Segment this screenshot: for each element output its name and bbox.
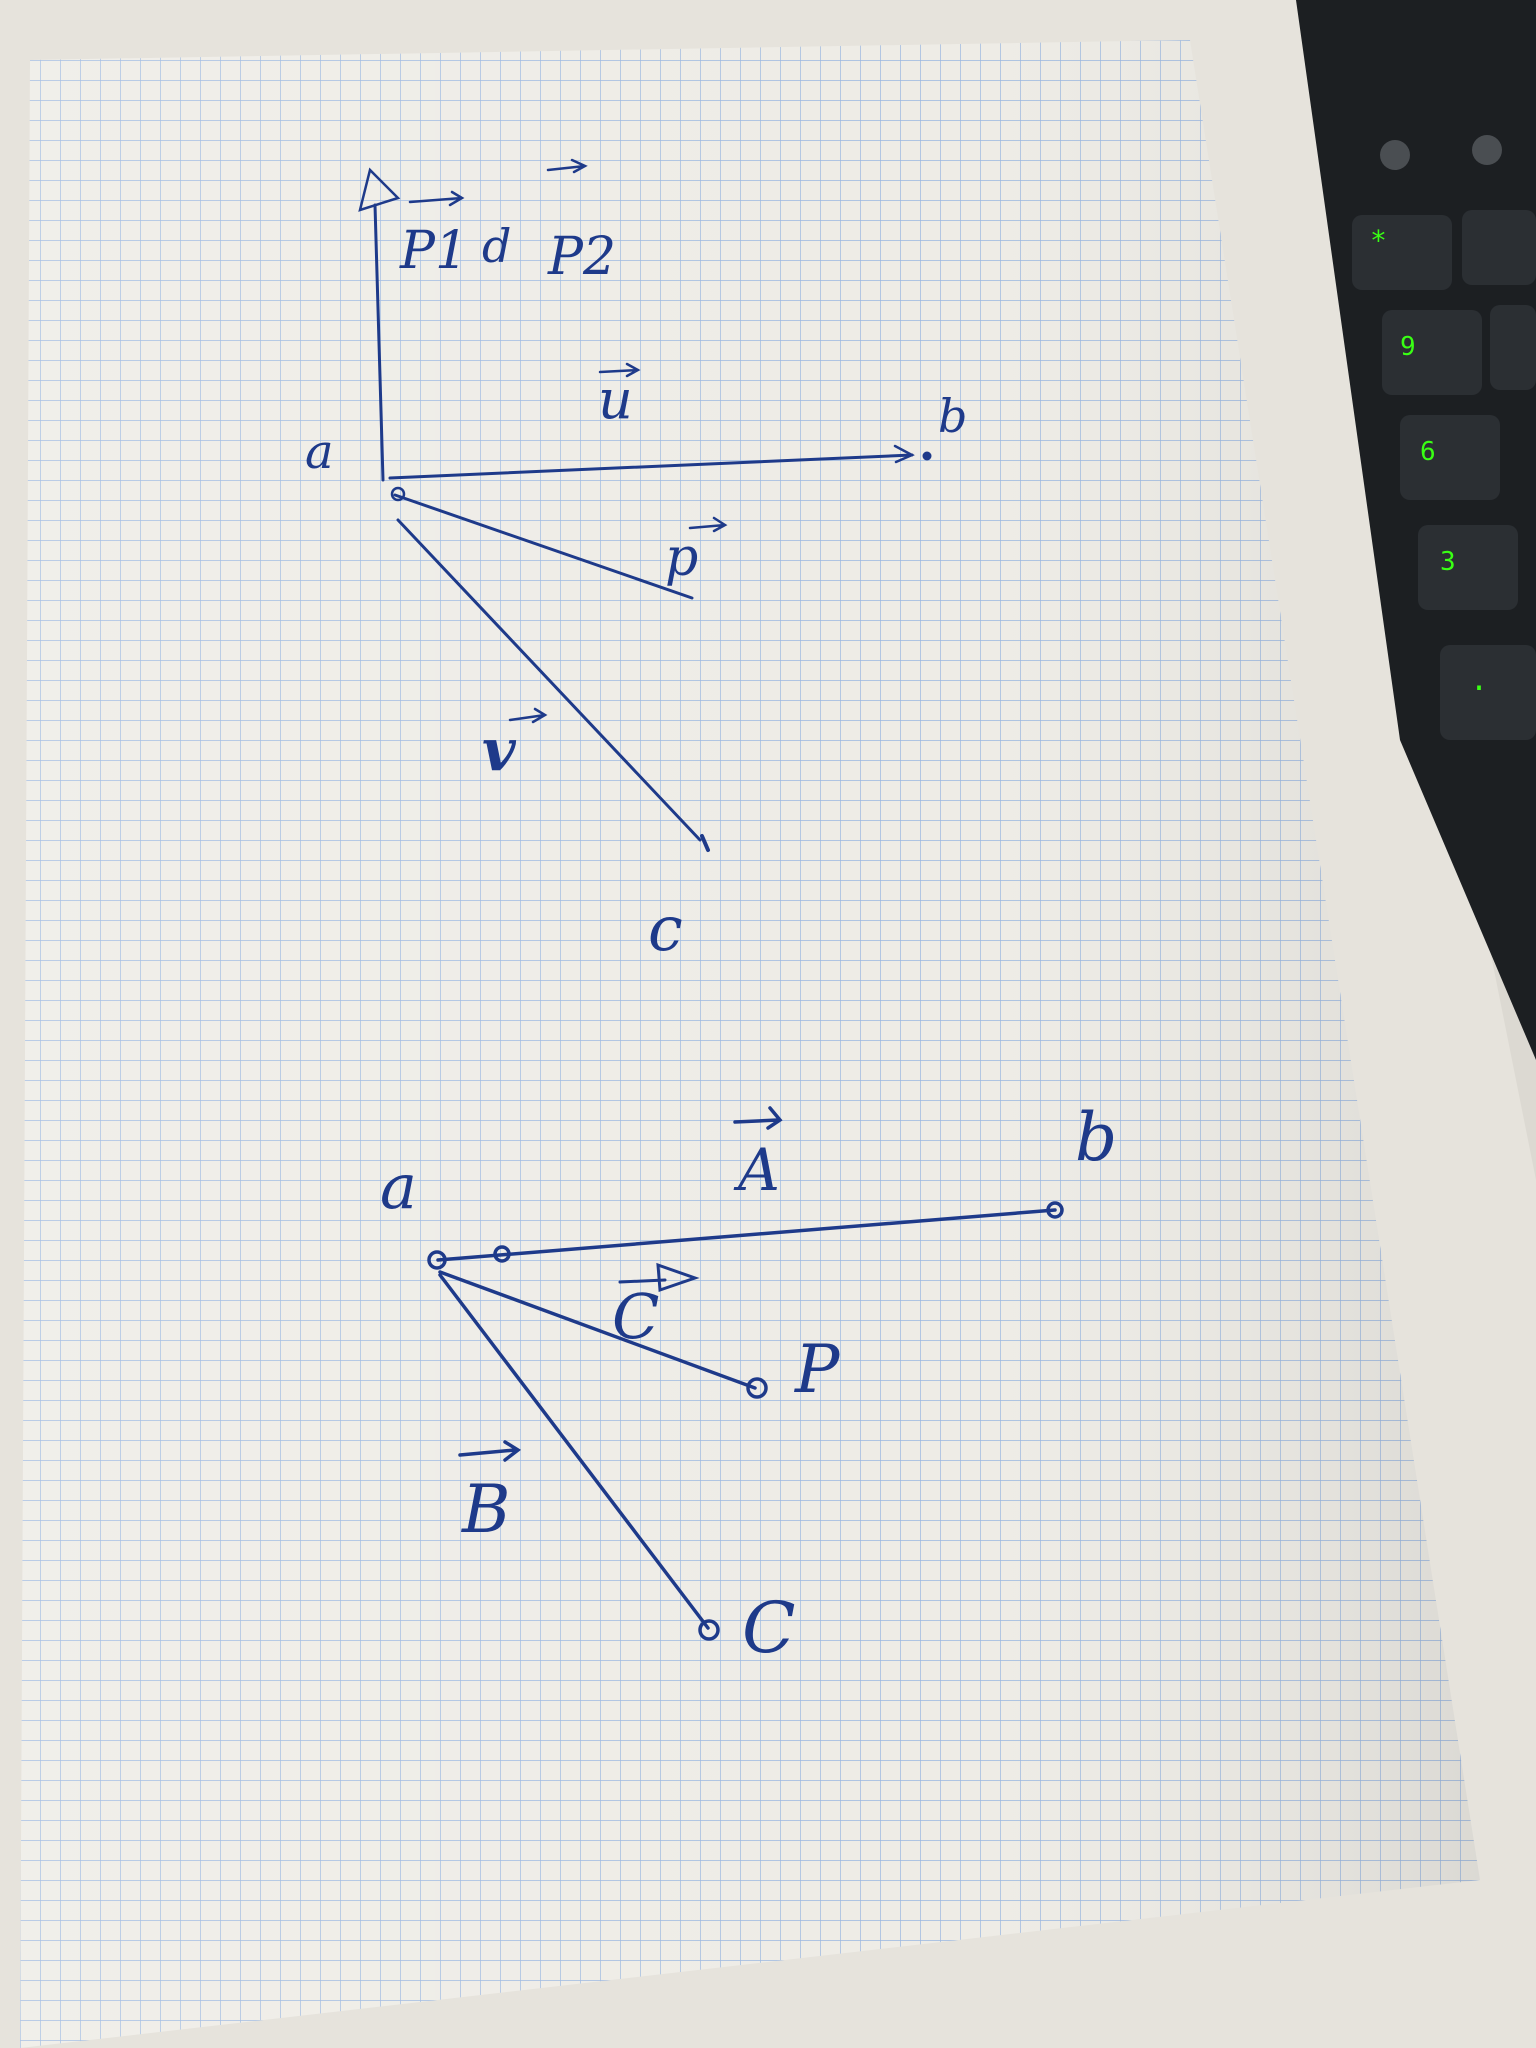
label-point-b: b [1075, 1099, 1117, 1176]
point-b-dot [922, 451, 932, 461]
key [1418, 525, 1518, 610]
key [1462, 210, 1536, 285]
vector-u-arrowhead [893, 444, 915, 464]
label-point-a: a [380, 1150, 417, 1223]
round-key [1472, 135, 1502, 165]
key [1382, 310, 1482, 395]
label-vec-c: C [612, 1280, 659, 1353]
key [1352, 215, 1452, 290]
arrow-over-c [618, 1262, 700, 1293]
graph-paper-sheet [20, 40, 1480, 2048]
vertical-axis-line [373, 203, 385, 482]
label-point-a: a [305, 424, 334, 480]
vector-p-line [393, 493, 694, 600]
key-label-dot: . [1470, 663, 1488, 698]
label-point-c: C [742, 1587, 796, 1669]
bottom-diagram-labels: a b A C P B C [380, 1099, 1117, 1669]
keyboard: * 9 6 3 . [1296, 0, 1536, 1060]
point-a-dot [390, 486, 406, 502]
key-label-9: 9 [1400, 332, 1416, 362]
point-a-dot [427, 1250, 447, 1270]
vector-u-line [388, 453, 914, 480]
round-key [1380, 140, 1410, 170]
vector-v-line [396, 518, 702, 842]
header-p2: P2 [547, 227, 616, 287]
arrow-over-u [598, 362, 641, 378]
arrow-over-p [688, 516, 728, 533]
point-c-dot [700, 834, 710, 852]
label-vec-a: A [733, 1136, 780, 1204]
arrow-over-p1 [408, 190, 465, 207]
header-p1: P1 [399, 221, 468, 281]
label-vec-b: B [461, 1471, 511, 1548]
top-diagram-labels: P1 d P2 u p v a b c [305, 219, 967, 965]
vector-a-line [436, 1208, 1057, 1262]
arrow-over-a [733, 1106, 783, 1130]
vector-c-line [438, 1270, 757, 1390]
point-p-dot [746, 1377, 768, 1399]
vertical-axis-arrowhead [358, 167, 401, 212]
midpoint-dot [493, 1245, 511, 1263]
top-diagram [358, 158, 932, 852]
key [1490, 305, 1536, 390]
arrow-over-v [508, 707, 548, 724]
label-point-b: b [938, 389, 967, 443]
arrow-over-b [458, 1440, 522, 1462]
label-vec-u: u [598, 368, 633, 431]
header-and: d [482, 219, 511, 273]
key [1400, 415, 1500, 500]
point-b-dot [1046, 1201, 1064, 1219]
key-label-3: 3 [1440, 547, 1456, 577]
point-c-dot [698, 1619, 720, 1641]
label-vec-v: v [482, 716, 517, 784]
key [1440, 645, 1536, 740]
vector-b-line [438, 1273, 710, 1630]
bottom-diagram [427, 1106, 1064, 1641]
arrow-over-p2 [546, 158, 588, 174]
label-point-c: c [648, 892, 683, 965]
label-point-p: P [794, 1331, 841, 1408]
key-label-star: * [1370, 224, 1387, 257]
key-label-6: 6 [1420, 437, 1436, 467]
label-vec-p: p [665, 528, 698, 588]
